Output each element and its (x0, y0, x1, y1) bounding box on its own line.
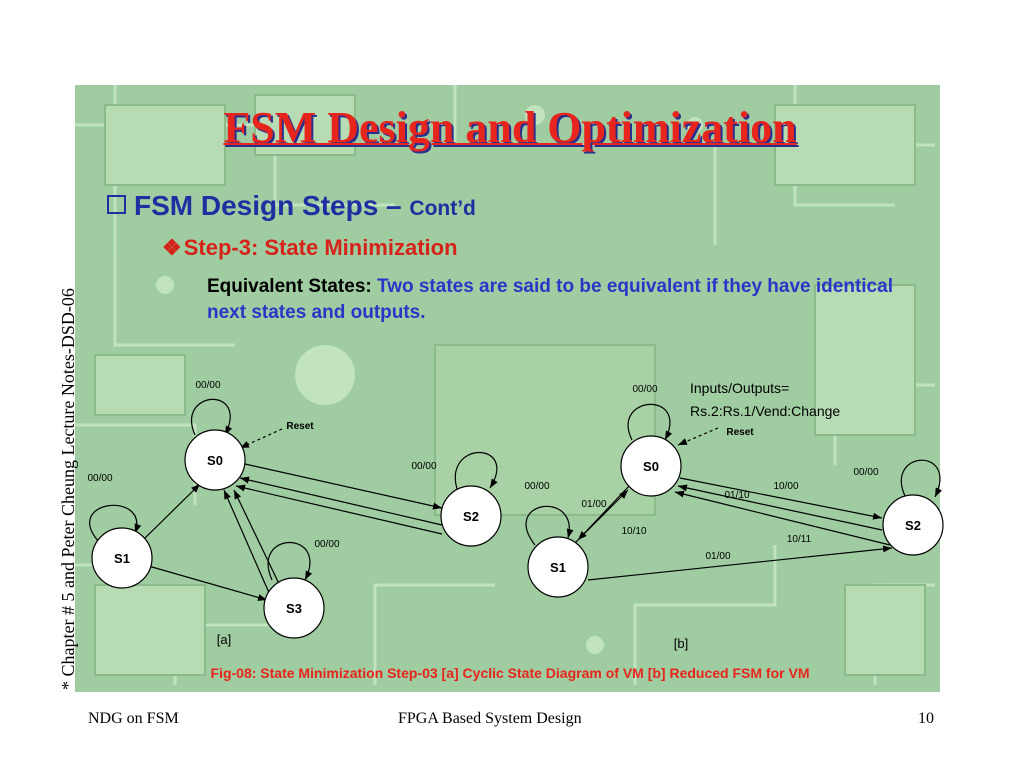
b-s1-loop-label: 00/00 (524, 481, 549, 492)
b-s1-self-loop (525, 505, 574, 546)
b-s0-self-loop (627, 403, 673, 441)
b-s2-loop-label: 00/00 (853, 467, 878, 478)
b-s2-to-s0-a (677, 484, 883, 531)
diagram-a-states: S0 S1 S2 S3 00/00 00/00 00/00 00/00 Rese… (87, 380, 502, 647)
a-s3-self-loop (267, 541, 313, 581)
step-3-text: Step-3: State Minimization (183, 235, 458, 260)
b-io-legend-line2: Rs.2:Rs.1/Vend:Change (690, 403, 840, 419)
b-s1-s0-label: 01/00 (581, 499, 606, 510)
bullet-main-text: FSM Design Steps – (134, 190, 402, 221)
diagram-b (525, 403, 943, 581)
diagram-a (89, 398, 498, 601)
a-state-s0 (184, 429, 246, 491)
b-s0-s2-label: 10/00 (773, 481, 798, 492)
b-s2-self-loop (900, 459, 943, 501)
b-state-s2 (882, 494, 944, 556)
b-s2-s0-b-label: 10/11 (787, 534, 812, 545)
b-state-s1 (527, 536, 589, 598)
equivalent-states-definition: Equivalent States: Two states are said t… (207, 274, 907, 326)
a-s1-label: S1 (114, 551, 130, 566)
bullet-step-3: ❖Step-3: State Minimization (162, 235, 458, 261)
a-state-s2 (440, 485, 502, 547)
diagram-b-states: S0 S1 S2 00/00 00/00 00/00 Reset 01/00 1… (524, 380, 944, 651)
b-s1-s2-label: 01/00 (705, 551, 730, 562)
a-reset-arrow (239, 428, 283, 449)
a-s1-to-s3 (144, 564, 268, 601)
equivalent-states-label: Equivalent States: (207, 276, 372, 297)
footer-left: NDG on FSM (88, 710, 179, 727)
a-s2-label: S2 (463, 509, 479, 524)
equivalent-states-text: Two states are said to be equivalent if … (207, 276, 893, 323)
a-s3-label: S3 (286, 601, 302, 616)
b-io-legend-line1: Inputs/Outputs= (690, 380, 789, 396)
a-s0-label: S0 (207, 453, 223, 468)
bullet-sub-text: Cont’d (409, 197, 476, 220)
a-tag: [a] (217, 632, 231, 647)
b-reset-label: Reset (726, 427, 754, 438)
b-s2-s0-a-label: 01/10 (724, 490, 749, 501)
slide-title: FSM Design and Optimization (223, 103, 797, 152)
b-state-s0 (620, 435, 682, 497)
bullet-fsm-design-steps: FSM Design Steps – Cont’d (107, 190, 476, 222)
figure-caption: Fig-08: State Minimization Step-03 [a] C… (210, 665, 810, 681)
a-s3-to-s0-b (233, 489, 283, 591)
a-s0-self-loop (191, 398, 233, 436)
b-s2-label: S2 (905, 518, 921, 533)
a-s3-to-s0-a (223, 489, 271, 596)
b-s2-to-s0-b (674, 490, 891, 546)
a-s0-to-s2 (244, 463, 443, 510)
b-reset-arrow (677, 427, 719, 446)
a-s2-loop-label: 00/00 (411, 461, 436, 472)
b-s0-label: S0 (643, 459, 659, 474)
b-s0-to-s1 (577, 484, 631, 541)
a-s3-loop-label: 00/00 (314, 539, 339, 550)
a-s2-self-loop (454, 451, 498, 493)
b-s1-to-s2 (587, 545, 893, 581)
a-state-s3 (263, 577, 325, 639)
a-s1-self-loop (89, 504, 142, 544)
b-s1-label: S1 (550, 560, 566, 575)
b-s0-to-s2 (679, 477, 883, 520)
b-s0-s1-label: 10/10 (621, 526, 646, 537)
a-s0-loop-label: 00/00 (195, 380, 220, 391)
b-tag: [b] (674, 636, 688, 651)
footer-page-number: 10 (918, 710, 934, 727)
a-s1-to-s0 (144, 483, 201, 539)
diamond-bullet-icon: ❖ (162, 235, 182, 260)
footer-center: FPGA Based System Design (398, 710, 582, 727)
a-reset-label: Reset (286, 421, 314, 432)
b-s0-loop-label: 00/00 (632, 384, 657, 395)
checkbox-bullet-icon (107, 195, 126, 214)
a-state-s1 (91, 527, 153, 589)
a-s2-to-s0-a (239, 476, 443, 526)
a-s2-to-s0-b (235, 484, 443, 535)
a-s1-loop-label: 00/00 (87, 473, 112, 484)
